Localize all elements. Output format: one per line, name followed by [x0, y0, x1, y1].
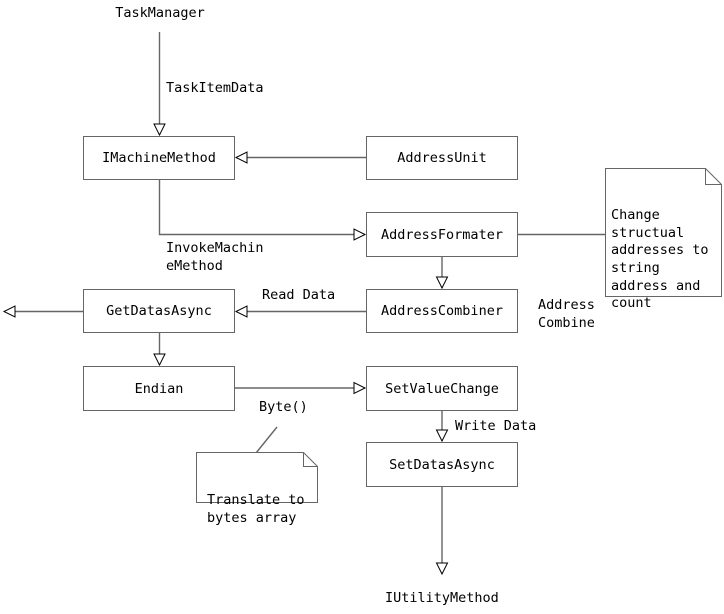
- note-shape: [196, 452, 318, 503]
- label-addresscombine: Address Combine: [538, 297, 595, 331]
- label-iutilitymethod: IUtilityMethod: [385, 590, 499, 606]
- note-change-structual: Change structual addresses to string add…: [605, 168, 722, 311]
- label-invokemachinemethod: InvokeMachin eMethod: [166, 240, 264, 274]
- node-addressunit[interactable]: AddressUnit: [366, 136, 518, 180]
- edge-byte-to-note: [255, 426, 278, 454]
- node-addressformater[interactable]: AddressFormater: [366, 212, 518, 257]
- node-label: IMachineMethod: [102, 150, 216, 166]
- node-imachinemethod[interactable]: IMachineMethod: [83, 136, 235, 180]
- node-label: AddressFormater: [381, 226, 503, 243]
- note-text: Translate to bytes array: [207, 492, 305, 526]
- note-translate-bytes: Translate to bytes array: [196, 452, 318, 526]
- label-taskmanager: TaskManager: [115, 5, 205, 21]
- node-label: AddressCombiner: [381, 303, 503, 319]
- node-label: Endian: [134, 380, 184, 397]
- node-label: AddressUnit: [397, 150, 487, 166]
- node-label: SetValueChange: [385, 380, 499, 397]
- node-getdatasasync[interactable]: GetDatasAsync: [83, 289, 235, 333]
- node-label: SetDatasAsync: [389, 456, 495, 473]
- label-writedata: Write Data: [455, 418, 537, 434]
- node-setvaluechange[interactable]: SetValueChange: [366, 366, 518, 411]
- label-readdata: Read Data: [262, 287, 336, 303]
- node-endian[interactable]: Endian: [83, 366, 235, 411]
- label-byte: Byte(): [259, 399, 308, 415]
- edge-imachinemethod-to-addressformater: [158, 180, 367, 241]
- node-setdatasasync[interactable]: SetDatasAsync: [366, 442, 518, 487]
- note-text: Change structual addresses to string add…: [611, 207, 709, 312]
- label-taskitemdata: TaskItemData: [166, 80, 264, 96]
- node-addresscombiner[interactable]: AddressCombiner: [366, 289, 518, 333]
- note-shape: [605, 168, 722, 297]
- node-label: GetDatasAsync: [106, 303, 212, 319]
